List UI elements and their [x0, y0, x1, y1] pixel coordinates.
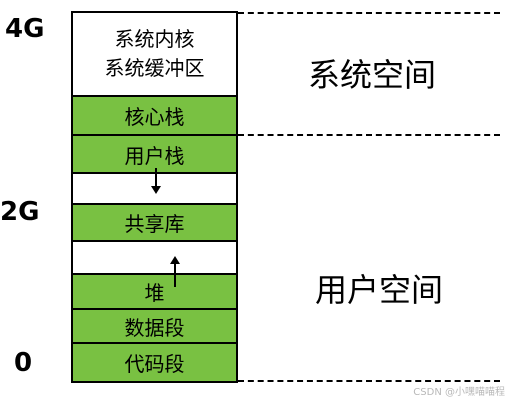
data-segment-label: 数据段 [124, 315, 185, 340]
kernel-label-line2: 系统缓冲区 [104, 56, 205, 80]
heap-block: 堆 [71, 273, 238, 310]
user-stack-label: 用户栈 [124, 143, 185, 168]
axis-label-4g: 4G [5, 14, 45, 44]
csdn-watermark: CSDN @小嘿喵喵程 [413, 387, 505, 398]
dashed-line-bottom [238, 380, 500, 382]
kernel-label-line1: 系统内核 [114, 27, 195, 51]
axis-label-0: 0 [14, 348, 33, 378]
data-segment-block: 数据段 [71, 308, 238, 344]
heap-growth-arrow-shaft [174, 263, 176, 287]
shared-lib-block: 共享库 [71, 203, 238, 242]
gap-block-lower [71, 240, 238, 275]
heap-growth-up-arrow-icon [170, 256, 180, 264]
stack-growth-arrow-shaft [155, 168, 157, 187]
dashed-line-middle [238, 134, 500, 136]
kernel-block: 系统内核 系统缓冲区 [71, 11, 238, 97]
user-stack-block: 用户栈 [71, 134, 238, 174]
stack-growth-down-arrow-icon [151, 186, 161, 194]
kernel-stack-label: 核心栈 [124, 105, 185, 129]
user-space-label: 用户空间 [315, 271, 444, 309]
shared-lib-label: 共享库 [124, 212, 185, 236]
axis-label-2g: 2G [0, 197, 40, 227]
code-segment-label: 代码段 [124, 352, 185, 376]
heap-label: 堆 [144, 281, 165, 305]
kernel-stack-block: 核心栈 [71, 95, 238, 136]
code-segment-block: 代码段 [71, 342, 238, 383]
dashed-line-top [238, 12, 500, 14]
system-space-label: 系统空间 [308, 56, 437, 94]
